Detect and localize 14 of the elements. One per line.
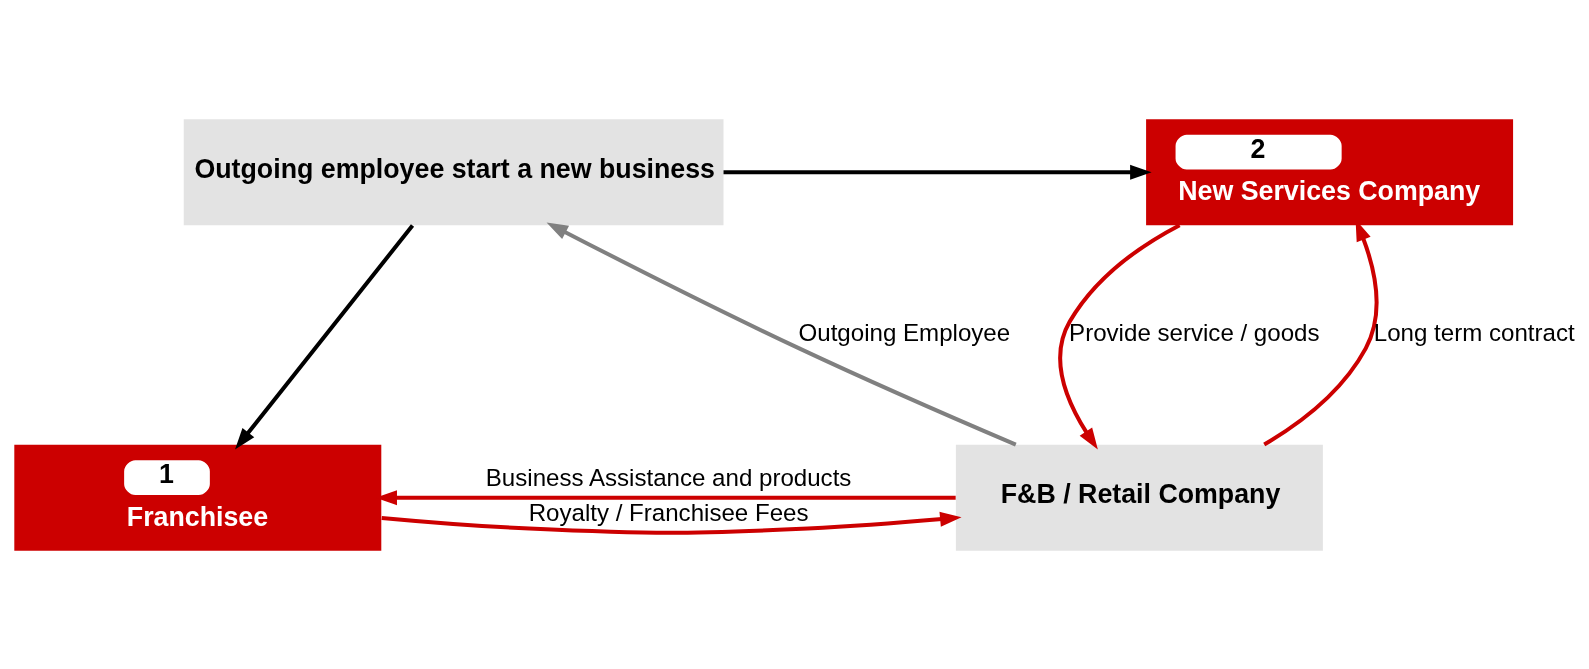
- arrow: [235, 223, 415, 449]
- arrow: [723, 164, 1152, 180]
- arrow: [381, 511, 962, 535]
- edge-label: Outgoing Employee: [798, 318, 1011, 346]
- edge-label: Provide service / goods: [1069, 318, 1320, 346]
- arrow: [1058, 222, 1181, 449]
- edge-label: Business Assistance and products: [485, 463, 852, 491]
- node-box: 1 Franchisee: [14, 444, 382, 551]
- edge-label: Long term contract: [1373, 318, 1575, 346]
- node-box: Outgoing employee start a new business: [183, 118, 724, 225]
- node-box: 2 New Services Company: [1146, 118, 1514, 225]
- arrow: [546, 221, 1017, 446]
- edge-label: Royalty / Franchisee Fees: [528, 498, 809, 526]
- node-box: F&B / Retail Company: [955, 444, 1323, 551]
